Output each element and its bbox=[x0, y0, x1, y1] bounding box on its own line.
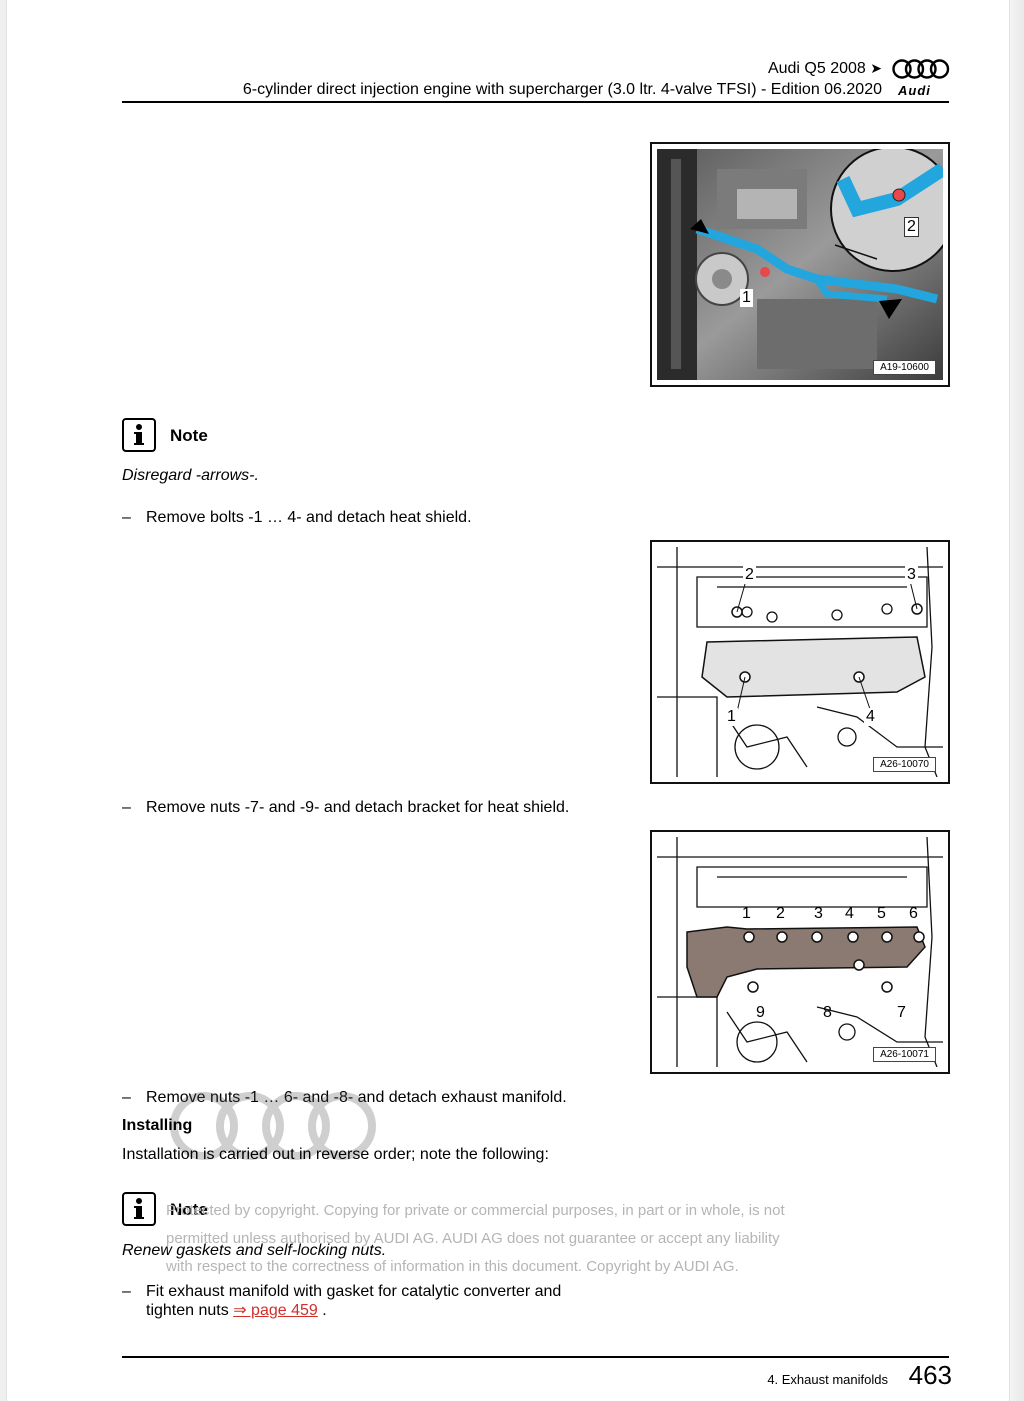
callout-5: 5 bbox=[877, 905, 886, 922]
callout-8: 8 bbox=[823, 1004, 832, 1021]
footer-section-title: 4. Exhaust manifolds bbox=[767, 1372, 888, 1387]
callout-2: 2 bbox=[904, 217, 919, 237]
info-icon bbox=[134, 1198, 144, 1219]
step-remove-nuts-bracket: – Remove nuts -7- and -9- and detach bra… bbox=[122, 798, 642, 818]
copyright-line: permitted unless authorised by AUDI AG. … bbox=[166, 1230, 780, 1247]
callout-3: 3 bbox=[814, 905, 823, 922]
step-text-line: tighten nuts bbox=[146, 1302, 229, 1319]
audi-wordmark: Audi bbox=[898, 83, 931, 98]
figure-code: A26-10070 bbox=[873, 757, 936, 772]
step-remove-nuts-manifold: – Remove nuts -1 … 6- and -8- and detach… bbox=[122, 1088, 642, 1108]
figure-1-image: 1 2 bbox=[657, 149, 943, 380]
header-model-text: Audi Q5 2008 bbox=[767, 60, 866, 77]
step-dash: – bbox=[122, 1089, 131, 1106]
step-dash: – bbox=[122, 1283, 131, 1300]
step-remove-bolts: – Remove bolts -1 … 4- and detach heat s… bbox=[122, 508, 622, 528]
step-text: Fit exhaust manifold with gasket for cat… bbox=[146, 1282, 646, 1320]
step-text-suffix: . bbox=[322, 1302, 327, 1319]
next-page-arrow-icon[interactable]: ➤ bbox=[870, 60, 882, 76]
callout-1: 1 bbox=[740, 289, 753, 307]
note-label: Note bbox=[170, 1200, 208, 1219]
page-right-edge bbox=[1009, 0, 1024, 1401]
note-text: Disregard -arrows-. bbox=[122, 467, 259, 484]
step-fit-exhaust-manifold: – Fit exhaust manifold with gasket for c… bbox=[122, 1282, 642, 1322]
step-text-line: Fit exhaust manifold with gasket for cat… bbox=[146, 1283, 562, 1300]
callout-1: 1 bbox=[742, 905, 751, 922]
installing-text: Installation is carried out in reverse o… bbox=[122, 1146, 549, 1163]
step-dash: – bbox=[122, 799, 131, 816]
figure-code: A19-10600 bbox=[873, 360, 936, 375]
step-text: Remove nuts -7- and -9- and detach brack… bbox=[146, 799, 570, 816]
copyright-line: with respect to the correctness of infor… bbox=[166, 1258, 739, 1275]
callout-9: 9 bbox=[756, 1004, 765, 1021]
callout-2: 2 bbox=[776, 905, 785, 922]
callout-3: 3 bbox=[905, 566, 918, 584]
exhaust-manifold-line-drawing bbox=[657, 837, 943, 1067]
watermark-rings-logo bbox=[170, 1092, 376, 1160]
page-reference-link[interactable]: ⇒ page 459 bbox=[233, 1302, 318, 1319]
figure-exhaust-manifold: 1 2 3 4 5 6 9 8 7 A26-10071 bbox=[650, 830, 950, 1074]
footer-divider bbox=[122, 1356, 949, 1358]
callout-6: 6 bbox=[909, 905, 918, 922]
callout-2: 2 bbox=[743, 566, 756, 584]
figure-code: A26-10071 bbox=[873, 1047, 936, 1062]
note-icon bbox=[122, 1192, 156, 1226]
step-text: Remove nuts -1 … 6- and -8- and detach e… bbox=[146, 1089, 567, 1106]
note-text: Renew gaskets and self-locking nuts. bbox=[122, 1242, 387, 1259]
callout-4: 4 bbox=[864, 708, 877, 726]
figure-heat-shield: 2 3 1 4 A26-10070 bbox=[650, 540, 950, 784]
audi-rings-logo bbox=[892, 59, 950, 79]
page-left-edge bbox=[0, 0, 7, 1401]
document-title: 6-cylinder direct injection engine with … bbox=[242, 81, 882, 98]
page-number: 463 bbox=[908, 1360, 952, 1390]
installing-heading: Installing bbox=[122, 1117, 193, 1134]
step-dash: – bbox=[122, 509, 131, 526]
engine-bay-illustration bbox=[657, 149, 943, 380]
info-icon bbox=[134, 424, 144, 445]
copyright-watermark: Protected by copyright. Copying for priv… bbox=[166, 1197, 866, 1281]
note-icon bbox=[122, 418, 156, 452]
heat-shield-line-drawing bbox=[657, 547, 943, 777]
header-divider bbox=[122, 101, 949, 103]
note-label: Note bbox=[170, 426, 208, 445]
figure-2-image: 2 3 1 4 bbox=[657, 547, 943, 777]
step-text: Remove bolts -1 … 4- and detach heat shi… bbox=[146, 509, 472, 526]
callout-1: 1 bbox=[725, 708, 738, 726]
callout-7: 7 bbox=[897, 1004, 906, 1021]
figure-3-image: 1 2 3 4 5 6 9 8 7 bbox=[657, 837, 943, 1067]
copyright-line: Protected by copyright. Copying for priv… bbox=[166, 1202, 785, 1219]
callout-4: 4 bbox=[845, 905, 854, 922]
header-model: Audi Q5 2008 ➤ bbox=[600, 60, 882, 78]
figure-engine-bay-photo: 1 2 A19-10600 bbox=[650, 142, 950, 387]
